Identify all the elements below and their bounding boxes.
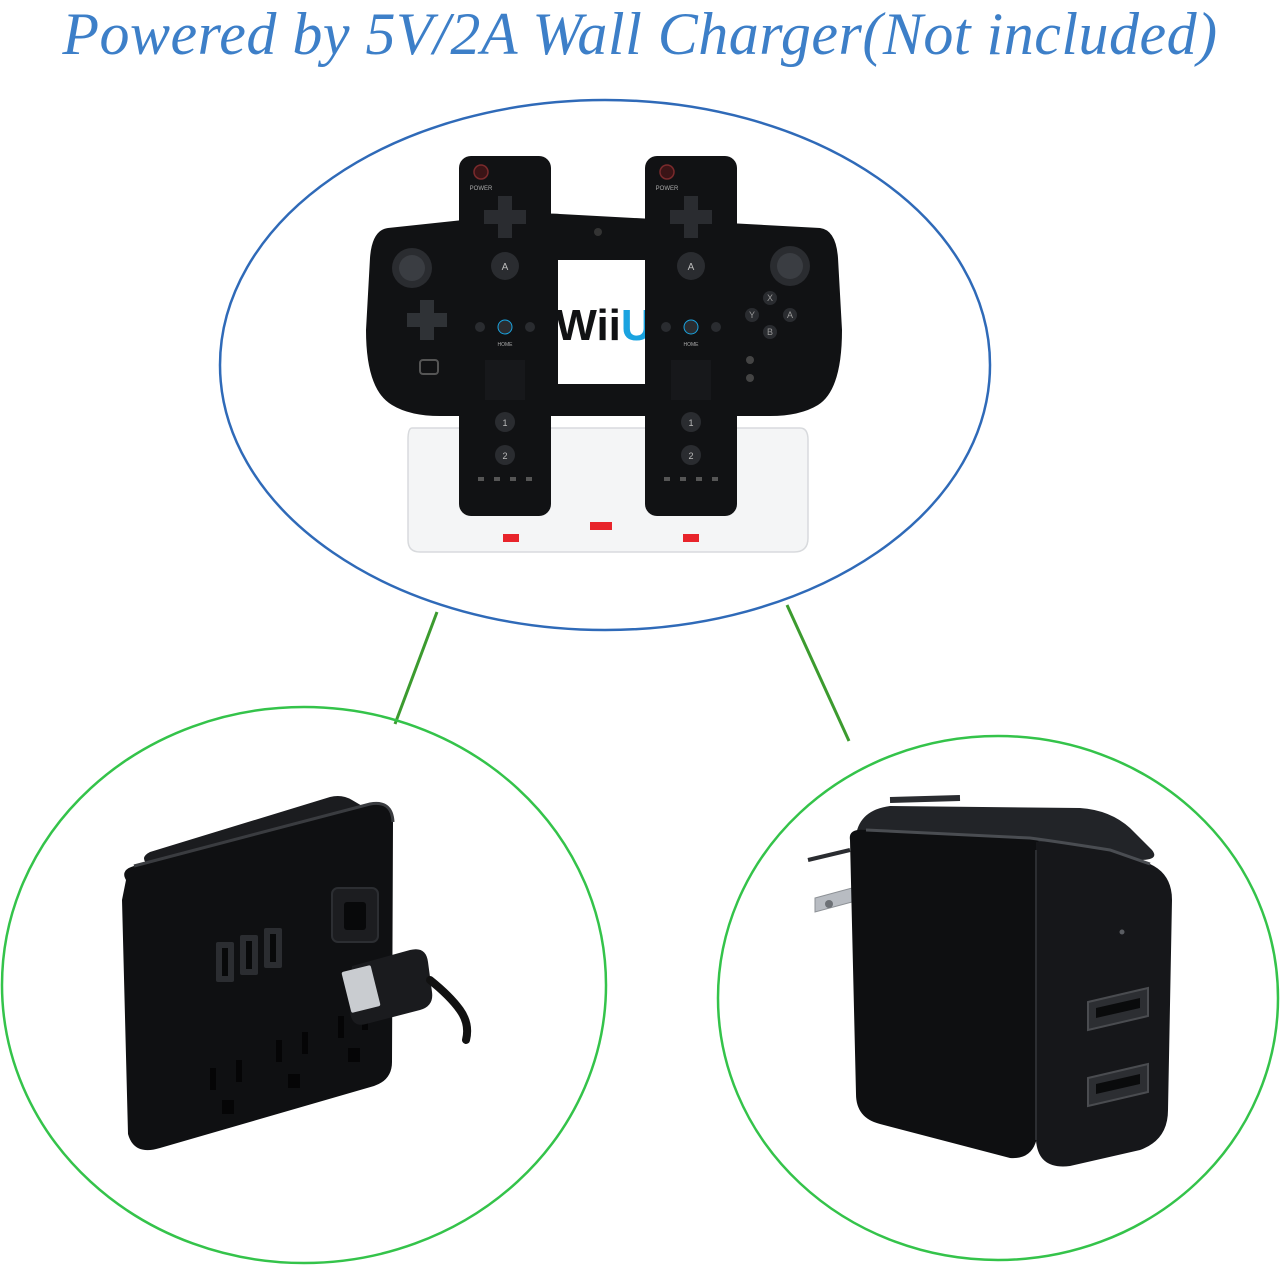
indicator-led-center [590, 522, 612, 530]
gamepad-y-label: Y [749, 310, 755, 320]
connector-line-left [393, 611, 439, 725]
remote-right-btn2-label: 2 [688, 451, 693, 461]
charging-dock-with-remotes-icon: WiiU X Y A B [366, 156, 842, 553]
remote-left-home-label: HOME [498, 342, 514, 348]
gamepad-a-label: A [787, 310, 793, 320]
remote-left-a-label: A [502, 262, 509, 273]
top-circle [218, 98, 992, 632]
remote-left-btn2-label: 2 [502, 451, 507, 461]
usb-cable [341, 949, 472, 1044]
gamepad-b-label: B [767, 327, 773, 337]
remote-left-power-label: POWER [470, 186, 493, 192]
remote-right-home-label: HOME [684, 342, 700, 348]
indicator-led-left [503, 534, 519, 542]
connector-line-right [785, 604, 851, 742]
gamepad-face-buttons: X Y A B [745, 291, 797, 339]
remote-right: POWER A HOME 1 2 [645, 156, 737, 516]
charger-usb-ports [1087, 986, 1149, 1108]
bottom-left-circle [0, 705, 608, 1265]
remote-right-power-label: POWER [656, 186, 679, 192]
remote-right-btn1-label: 1 [688, 418, 693, 428]
remote-left-btn1-label: 1 [502, 418, 507, 428]
power-strip-usb-icon [122, 796, 472, 1151]
bottom-right-circle [716, 734, 1280, 1262]
indicator-led-right [683, 534, 699, 542]
remote-left: POWER A HOME 1 2 [459, 156, 551, 516]
gamepad-x-label: X [767, 293, 773, 303]
headline: Powered by 5V/2A Wall Charger(Not includ… [62, 1, 1218, 67]
gamepad: WiiU X Y A B [366, 213, 842, 416]
usb-wall-charger-icon [807, 795, 1172, 1167]
remote-right-a-label: A [688, 262, 695, 273]
